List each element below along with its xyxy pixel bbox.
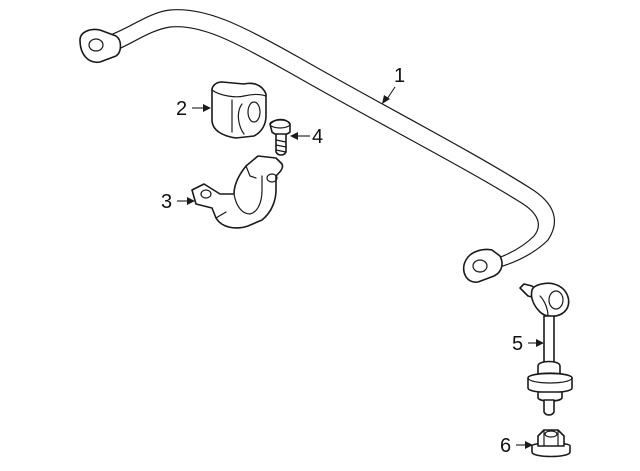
stabilizer-bar [79, 9, 556, 283]
callout-label-3: 3 [161, 191, 172, 213]
bracket-right-hole [266, 173, 278, 183]
callout-3: 3 [161, 191, 195, 213]
callout-5: 5 [512, 333, 544, 355]
bushing-bracket [191, 155, 284, 229]
callout-label-2: 2 [176, 98, 187, 120]
callout-label-6: 6 [500, 435, 511, 457]
callout-1: 1 [382, 65, 405, 104]
bracket-bolt [269, 118, 291, 156]
callout-2: 2 [176, 98, 211, 120]
bracket-left-hole [200, 189, 212, 199]
callout-6: 6 [500, 435, 533, 457]
callout-label-1: 1 [394, 65, 405, 87]
callout-4: 4 [290, 126, 323, 148]
flange-nut [531, 429, 571, 458]
stabilizer-link [519, 282, 573, 416]
callout-label-5: 5 [512, 333, 523, 355]
stabilizer-bushing [211, 81, 267, 139]
callout-label-4: 4 [312, 126, 323, 148]
left-eyelet-hole [88, 38, 104, 52]
right-eyelet-hole [472, 259, 488, 273]
